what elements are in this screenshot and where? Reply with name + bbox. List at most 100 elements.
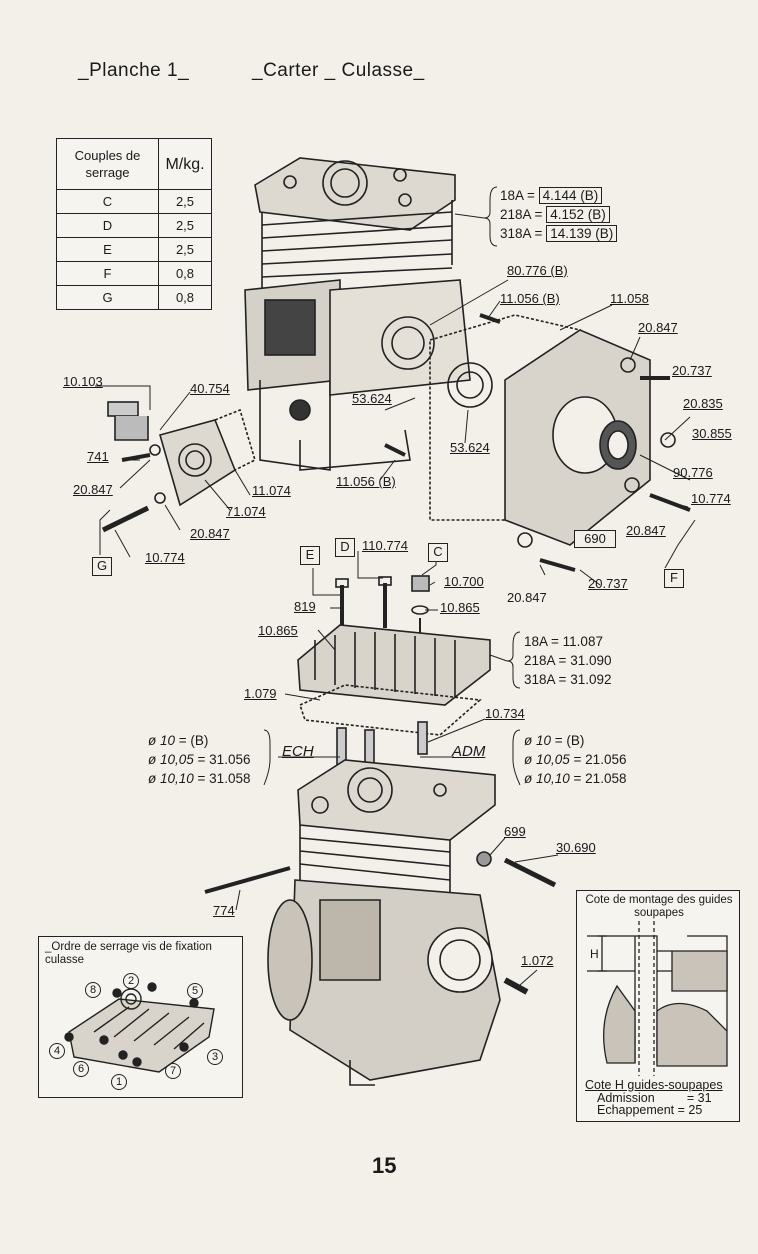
torque-key: G — [56, 285, 159, 310]
valve-guide-sketch — [587, 921, 728, 1076]
leader-lines — [95, 186, 696, 986]
valve-guide-title: Cote de montage des guides soupapes — [585, 894, 733, 919]
admission-value: 31 — [697, 1091, 712, 1105]
part-label: 90.776 — [673, 465, 713, 480]
tightening-order-panel: _Ordre de serrage vis de fixation culass… — [38, 936, 243, 1098]
admission-label: Admission — [597, 1091, 655, 1105]
part-label: 71.074 — [226, 504, 266, 519]
part-label: 1.079 — [244, 686, 277, 701]
part-label: 53.624 — [450, 440, 490, 455]
page-title: _Carter _ Culasse_ — [252, 60, 425, 81]
ech-dia: ø 10,05 — [148, 752, 194, 767]
torque-ref-box-f: F — [664, 569, 684, 588]
adm-label: ADM — [452, 743, 486, 760]
torque-ref-box-e: E — [300, 546, 320, 565]
list-item: 218A = 31.090 — [524, 653, 612, 668]
torque-value: 2,5 — [158, 213, 212, 238]
list-item: ø 10,10 = 31.058 — [148, 771, 251, 786]
part-label: 20.847 — [73, 482, 113, 497]
adm-refs: ø 10 = (B) ø 10,05 = 21.056 ø 10,10 = 21… — [524, 731, 626, 788]
part-label: 30.690 — [556, 840, 596, 855]
head-model: 318A — [524, 672, 555, 687]
crankcase-cover — [504, 329, 691, 572]
list-item: 318A = 14.139 (B) — [500, 224, 618, 243]
head-refs: 18A = 11.087 218A = 31.090 318A = 31.092 — [524, 632, 611, 689]
torque-key: D — [56, 213, 159, 238]
torque-key: F — [56, 261, 159, 286]
list-item: ø 10 = (B) — [148, 733, 209, 748]
part-label: 30.855 — [692, 426, 732, 441]
part-label: 11.056 (B) — [336, 474, 396, 489]
part-label: 741 — [87, 449, 109, 464]
lower-loose-parts — [204, 851, 557, 995]
tightening-number-3: 3 — [207, 1049, 223, 1065]
adm-dia: ø 10 — [524, 733, 552, 748]
torque-key: C — [56, 189, 159, 214]
admission-row: Admission = 31 — [597, 1091, 712, 1105]
head-model: 218A — [524, 653, 555, 668]
ech-ref: 31.058 — [209, 771, 251, 786]
valve-guides — [336, 721, 428, 781]
ech-ref: 31.056 — [209, 752, 251, 767]
ech-label: ECH — [282, 743, 314, 760]
part-label: 819 — [294, 599, 316, 614]
part-label: 699 — [504, 824, 526, 839]
list-item: 318A = 31.092 — [524, 672, 612, 687]
valve-guide-panel: Cote de montage des guides soupapes H Co… — [576, 890, 740, 1122]
torque-value: 2,5 — [158, 189, 212, 214]
middle-studs — [335, 575, 430, 660]
part-label: 20.847 — [626, 523, 666, 538]
adm-dia: ø 10,10 — [524, 771, 570, 786]
part-label: 40.754 — [190, 381, 230, 396]
cylinder-ref: 4.144 (B) — [538, 187, 603, 204]
ech-refs: ø 10 = (B) ø 10,05 = 31.056 ø 10,10 = 31… — [148, 731, 250, 788]
ech-dia: ø 10 — [148, 733, 176, 748]
ech-ref: (B) — [190, 733, 209, 748]
adm-ref: (B) — [566, 733, 585, 748]
exhaust-row: Echappement = 25 — [597, 1103, 703, 1117]
tightening-number-7: 7 — [165, 1063, 181, 1079]
part-label: 110.774 — [362, 538, 409, 553]
part-label: 10.774 — [145, 550, 185, 565]
part-label: 1.072 — [521, 953, 554, 968]
torque-ref-box-d: D — [335, 538, 355, 557]
torque-ref-box-g: G — [92, 557, 112, 576]
tightening-number-5: 5 — [187, 983, 203, 999]
exhaust-value: 25 — [688, 1103, 703, 1117]
list-item: ø 10 = (B) — [524, 733, 585, 748]
part-label: 20.737 — [672, 363, 712, 378]
cylinder-ref: 4.152 (B) — [546, 206, 610, 223]
page-number: 15 — [372, 1153, 397, 1178]
gasket-bearing — [384, 313, 582, 521]
cylinder-ref: 14.139 (B) — [546, 225, 618, 242]
torque-header-label: Couples de serrage — [56, 138, 159, 190]
engine-block-lower — [267, 759, 501, 1086]
part-label: 20.847 — [190, 526, 230, 541]
adm-ref: 21.058 — [585, 771, 627, 786]
part-label: 10.103 — [63, 374, 103, 389]
list-item: 218A = 4.152 (B) — [500, 205, 617, 224]
part-label: 20.847 — [507, 590, 547, 605]
torque-value: 0,8 — [158, 285, 212, 310]
head-ref: 31.092 — [570, 672, 612, 687]
tightening-number-6: 6 — [73, 1061, 89, 1077]
cylinder-model: 318A — [500, 226, 531, 241]
list-item: ø 10,05 = 21.056 — [524, 752, 627, 767]
left-parts — [101, 401, 256, 533]
part-label: 10.734 — [485, 706, 525, 721]
tightening-number-1: 1 — [111, 1074, 127, 1090]
part-label: 10.865 — [258, 623, 298, 638]
torque-ref-box-c: C — [428, 543, 448, 562]
valve-guide-caption: Cote H guides-soupapes — [585, 1078, 723, 1092]
part-label: 11.058 — [610, 291, 649, 306]
torque-key: E — [56, 237, 159, 262]
list-item: ø 10,10 = 21.058 — [524, 771, 627, 786]
cylinder-model: 18A — [500, 188, 524, 203]
tightening-number-2: 2 — [123, 973, 139, 989]
part-label: 20.835 — [683, 396, 723, 411]
plate-title: _Planche 1_ — [78, 60, 190, 81]
